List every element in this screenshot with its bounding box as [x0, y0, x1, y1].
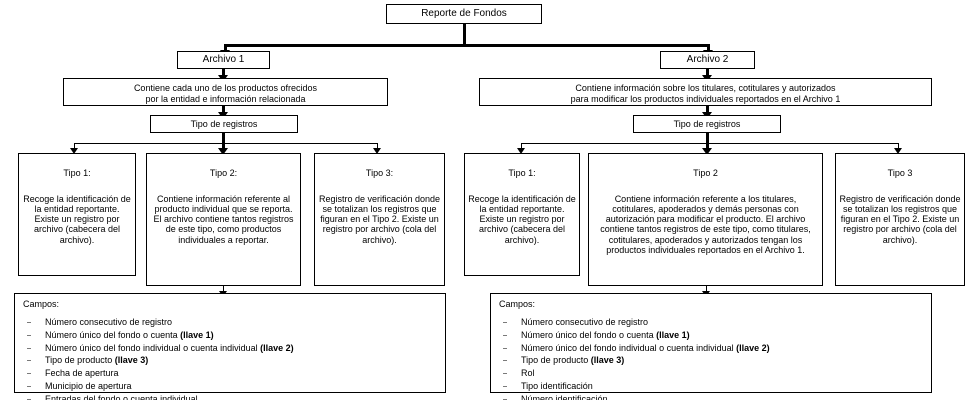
node-body: Recoge la identificación de la entidad r…	[468, 194, 576, 245]
arrowhead-tipo2-right	[702, 148, 712, 155]
campos-item-text: Tipo de producto	[45, 355, 115, 366]
node-title: Tipo 1:	[508, 168, 536, 179]
campos-item-key: (llave 1)	[180, 329, 214, 340]
node-body: Registro de verificación donde se totali…	[318, 194, 441, 245]
campos-item-text: Fecha de apertura	[45, 368, 119, 379]
connector-archivo1-to-desc	[222, 69, 225, 78]
connector-tipo2-to-campos-2	[706, 286, 707, 294]
node-text: Contiene información sobre los titulares…	[570, 83, 841, 105]
node-label: Reporte de Fondos	[421, 8, 507, 19]
campos-item-text: Número único del fondo individual o cuen…	[45, 342, 261, 353]
connector-root-to-archivo2	[707, 44, 710, 53]
campos-item-text: Municipio de apertura	[45, 380, 132, 391]
node-title: Tipo 3	[887, 168, 913, 179]
node-archivo2-tipo-1[interactable]: Tipo 1: Recoge la identificación de la e…	[464, 153, 580, 276]
campos-item-key: (llave 3)	[590, 355, 625, 366]
arrowhead-tipo1-right	[517, 148, 525, 154]
node-label: Archivo 2	[686, 54, 729, 65]
connector-desc1-to-registros	[222, 106, 225, 115]
arrowhead-tipo1-left	[70, 148, 78, 154]
campos-item-key: (llave 3)	[114, 355, 149, 366]
node-label: Tipo de registros	[190, 119, 258, 129]
connector-registros1-to-tipo1	[74, 143, 75, 150]
arrowhead-tipo3-right	[894, 148, 902, 154]
node-title: Tipo 2	[693, 168, 718, 179]
connector-registros2-to-tipo2	[706, 143, 709, 150]
campos-item-key: (llave 2)	[736, 342, 770, 353]
campos-item: Fecha de apertura	[23, 367, 445, 380]
connector-tipo2-to-campos-1	[223, 286, 224, 294]
node-text: Contiene cada uno de los productos ofrec…	[133, 83, 318, 105]
campos-item-text: Número único del fondo individual o cuen…	[521, 342, 737, 353]
connector-registros1-stem	[222, 133, 225, 144]
campos-item: Municipio de apertura	[23, 380, 445, 393]
campos-item: Número único del fondo individual o cuen…	[23, 342, 445, 355]
connector-archivo2-to-desc	[706, 69, 709, 78]
node-label: Tipo de registros	[673, 119, 741, 129]
node-archivo2-tipo-3[interactable]: Tipo 3 Registro de verificación donde se…	[835, 153, 965, 286]
node-title: Tipo 1:	[63, 168, 91, 179]
campos-heading: Campos:	[499, 299, 536, 309]
node-body: Contiene información referente a los tit…	[600, 194, 811, 255]
connector-root-to-archivo1	[224, 44, 227, 53]
node-archivo-1-description: Contiene cada uno de los productos ofrec…	[63, 78, 388, 106]
campos-item-text: Número único del fondo o cuenta	[45, 329, 181, 340]
campos-item: Rol	[499, 367, 931, 380]
node-archivo1-tipo-2[interactable]: Tipo 2: Contiene información referente a…	[146, 153, 301, 286]
node-archivo-2[interactable]: Archivo 2	[660, 51, 755, 69]
campos-item-text: Número identificación	[521, 393, 608, 400]
campos-item: Número único del fondo individual o cuen…	[499, 342, 931, 355]
node-body: Registro de verificación donde se totali…	[839, 194, 961, 245]
node-archivo2-tipo-2[interactable]: Tipo 2 Contiene información referente a …	[588, 153, 823, 286]
campos-item: Entradas del fondo o cuenta individual	[23, 393, 445, 400]
campos-item-text: Número consecutivo de registro	[45, 317, 173, 328]
node-title: Tipo 3:	[365, 168, 394, 179]
node-reporte-de-fondos[interactable]: Reporte de Fondos	[386, 4, 542, 24]
campos-item-text: Entradas del fondo o cuenta individual	[45, 393, 198, 400]
node-archivo-1[interactable]: Archivo 1	[177, 51, 270, 69]
campos-item: Tipo de producto (llave 3)	[23, 354, 445, 367]
campos-item-key: (llave 2)	[260, 342, 294, 353]
connector-registros1-to-tipo3	[377, 143, 378, 150]
campos-item: Número único del fondo o cuenta (llave 1…	[499, 329, 931, 342]
campos-item: Número consecutivo de registro	[499, 316, 931, 329]
node-archivo1-tipo-3[interactable]: Tipo 3: Registro de verificación donde s…	[314, 153, 445, 286]
connector-registros2-to-tipo3	[898, 143, 899, 150]
connector-registros1-bus	[74, 143, 377, 144]
campos-heading: Campos:	[23, 299, 60, 309]
connector-root-bus	[224, 44, 710, 47]
campos-item: Número identificación	[499, 393, 931, 400]
node-archivo-2-description: Contiene información sobre los titulares…	[479, 78, 932, 106]
campos-item-text: Rol	[521, 368, 535, 379]
connector-registros2-to-tipo1	[521, 143, 522, 150]
connector-root-stem	[463, 24, 466, 46]
node-title: Tipo 2:	[209, 168, 238, 179]
node-body: Contiene información referente al produc…	[153, 194, 294, 245]
connector-registros2-bus	[521, 143, 898, 144]
node-label: Archivo 1	[202, 54, 245, 65]
node-body: Recoge la identificación de la entidad r…	[23, 194, 131, 245]
connector-registros2-stem	[706, 133, 709, 144]
campos-item: Número consecutivo de registro	[23, 316, 445, 329]
campos-item: Tipo identificación	[499, 380, 931, 393]
arrowhead-tipo3-left	[373, 148, 381, 154]
connector-registros1-to-tipo2	[222, 143, 225, 150]
node-tipo-de-registros-1[interactable]: Tipo de registros	[150, 115, 298, 133]
node-archivo1-tipo-1[interactable]: Tipo 1: Recoge la identificación de la e…	[18, 153, 136, 276]
campos-item-key: (llave 1)	[656, 329, 690, 340]
campos-item-text: Tipo de producto	[521, 355, 591, 366]
campos-item: Tipo de producto (llave 3)	[499, 354, 931, 367]
campos-item-text: Número único del fondo o cuenta	[521, 329, 657, 340]
connector-desc2-to-registros	[706, 106, 709, 115]
node-tipo-de-registros-2[interactable]: Tipo de registros	[633, 115, 781, 133]
campos-item-text: Tipo identificación	[521, 380, 593, 391]
campos-item-text: Número consecutivo de registro	[521, 317, 649, 328]
arrowhead-tipo2-left	[218, 148, 228, 155]
campos-item: Número único del fondo o cuenta (llave 1…	[23, 329, 445, 342]
